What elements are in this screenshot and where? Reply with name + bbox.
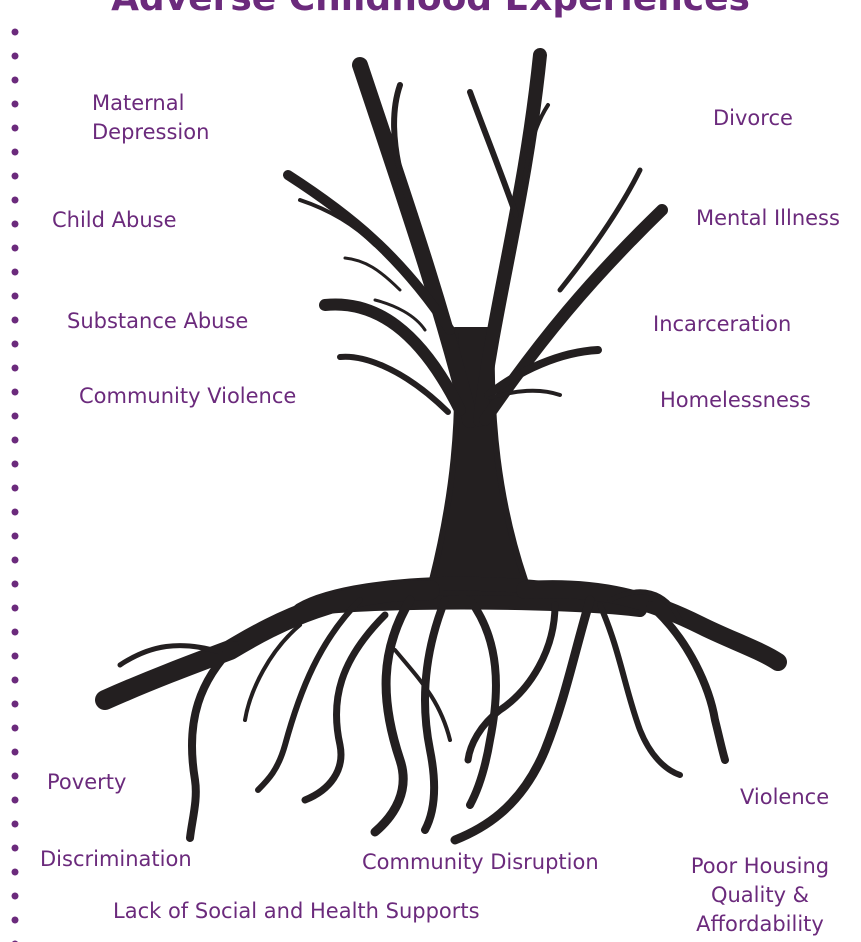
root bbox=[597, 602, 683, 778]
dotted-border bbox=[9, 20, 21, 942]
label-community-violence: Community Violence bbox=[79, 384, 297, 408]
root bbox=[243, 623, 302, 722]
root bbox=[370, 595, 415, 837]
label-community-disruption: Community Disruption bbox=[362, 850, 599, 874]
branch bbox=[352, 57, 478, 428]
branch bbox=[479, 204, 668, 426]
root bbox=[516, 580, 787, 671]
label-mental-illness: Mental Illness bbox=[696, 206, 840, 230]
root bbox=[421, 596, 449, 834]
branch bbox=[319, 298, 466, 416]
root bbox=[255, 597, 363, 793]
root bbox=[464, 601, 559, 764]
root bbox=[393, 648, 452, 742]
branch bbox=[484, 346, 602, 399]
tree-trunk bbox=[429, 327, 528, 583]
branch bbox=[373, 298, 427, 332]
label-discrimination: Discrimination bbox=[40, 847, 192, 871]
root bbox=[186, 641, 239, 842]
root bbox=[301, 611, 389, 804]
root bbox=[450, 595, 595, 845]
label-homelessness: Homelessness bbox=[660, 388, 811, 412]
root bbox=[466, 596, 500, 809]
branch bbox=[488, 388, 562, 400]
label-incarceration: Incarceration bbox=[653, 312, 792, 336]
branch bbox=[337, 353, 451, 415]
root bbox=[117, 643, 223, 668]
label-lack-of-supports: Lack of Social and Health Supports bbox=[113, 899, 480, 923]
title: Adverse Childhood Experiences bbox=[0, 0, 861, 19]
label-substance-abuse: Substance Abuse bbox=[67, 309, 249, 333]
label-poverty: Poverty bbox=[47, 770, 127, 794]
label-maternal-depression: Maternal Depression bbox=[92, 91, 210, 144]
branch bbox=[467, 89, 519, 218]
branch bbox=[557, 167, 643, 293]
label-violence: Violence bbox=[740, 785, 830, 809]
branch bbox=[298, 198, 377, 247]
branch bbox=[283, 170, 455, 335]
label-poor-housing: Poor Housing Quality & Affordability bbox=[690, 854, 830, 936]
branch bbox=[522, 103, 550, 187]
root bbox=[646, 601, 729, 764]
root bbox=[607, 589, 683, 623]
branch bbox=[473, 48, 547, 427]
branch bbox=[343, 256, 402, 292]
branch bbox=[391, 82, 418, 218]
label-child-abuse: Child Abuse bbox=[52, 208, 177, 232]
label-divorce: Divorce bbox=[713, 106, 793, 130]
